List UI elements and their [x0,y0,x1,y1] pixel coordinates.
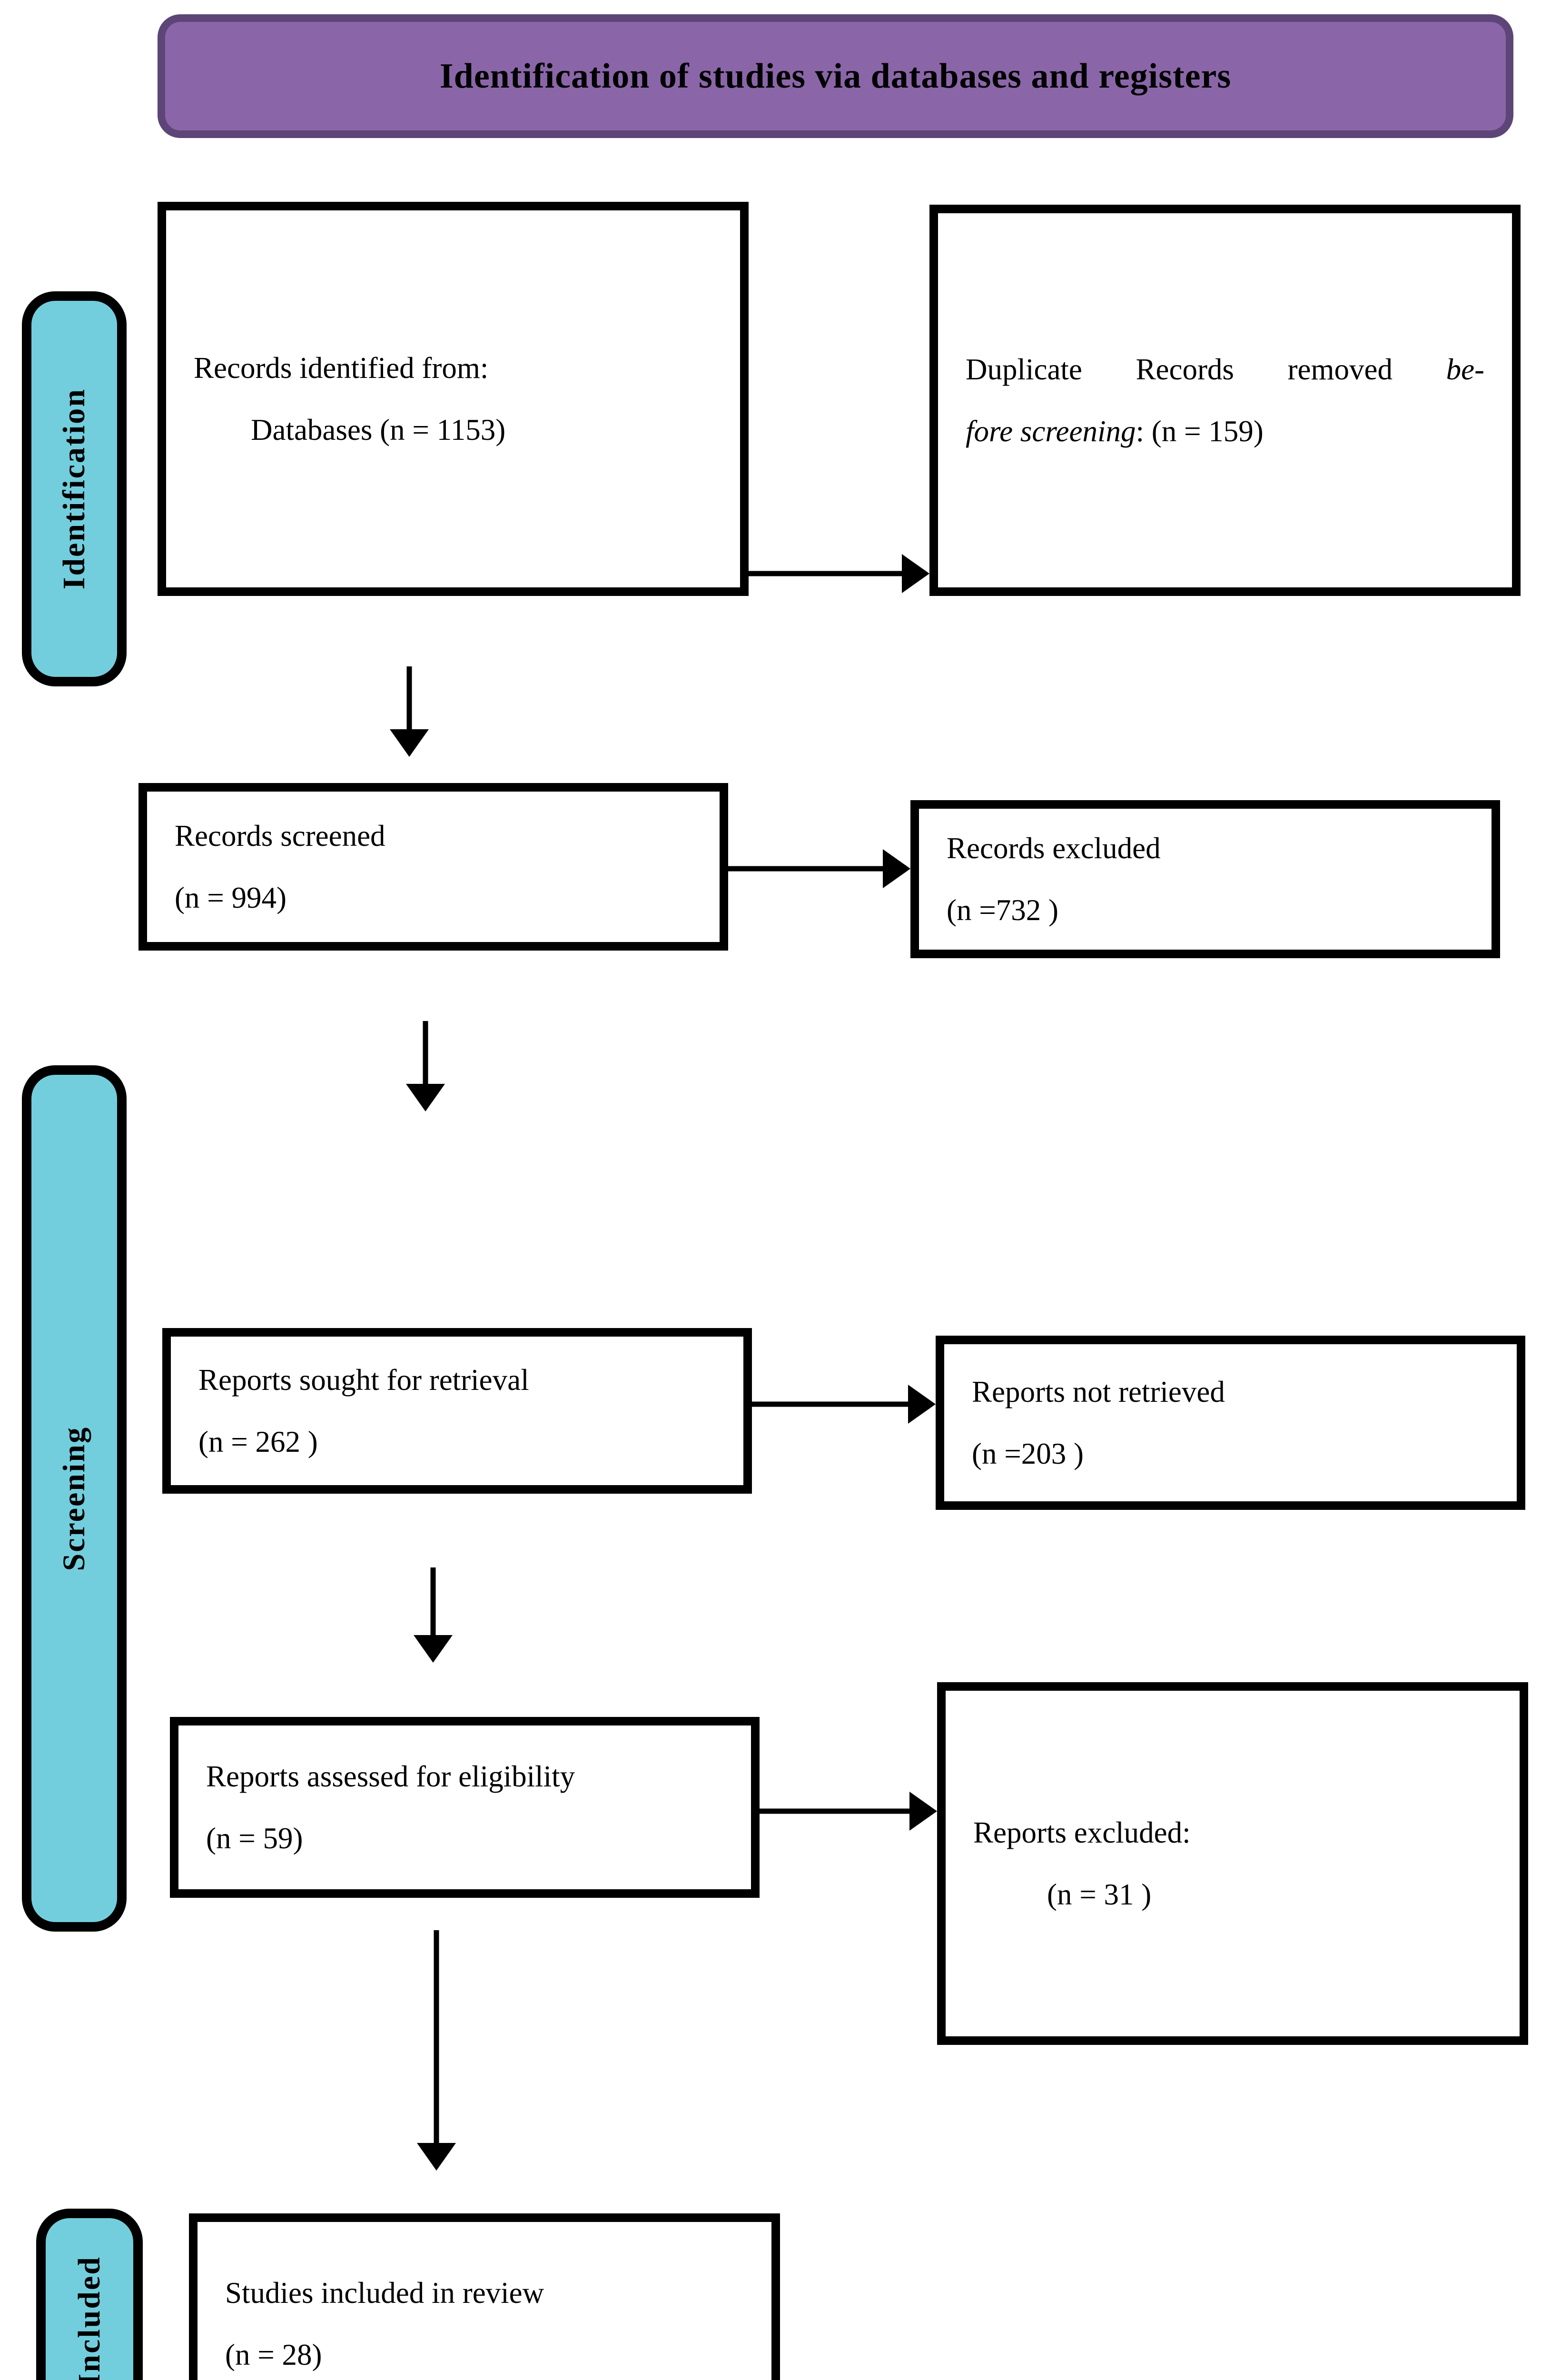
arrow-shaft [423,1021,428,1088]
box-reports-sought-for-retrieval: Reports sought for retrieval (n = 262 ) [162,1328,752,1494]
records-screened-line1: Records screened [175,819,385,853]
records-identified-line2: Databases (n = 1153) [251,413,506,446]
reports-excluded-line1: Reports excluded: [973,1815,1191,1849]
arrow-shaft [752,1401,912,1407]
reports-not-retrieved-line2: (n =203 ) [972,1437,1084,1470]
arrow-right-icon-assessed-to-excluded [760,1787,937,1835]
arrow-head [406,1084,445,1111]
arrow-head [908,1385,936,1424]
arrow-shaft [760,1808,913,1814]
diagram-title-banner: Identification of studies via databases … [158,14,1513,138]
arrow-head [417,2143,456,2171]
studies-included-line1: Studies included in review [225,2276,544,2310]
arrow-shaft [749,571,906,576]
arrow-head [902,554,929,593]
stage-label-included: Included [36,2209,143,2380]
reports-not-retrieved-line1: Reports not retrieved [972,1375,1225,1408]
box-duplicate-records-removed: Duplicate Records removed be- fore scree… [929,205,1521,596]
studies-included-line2: (n = 28) [225,2338,322,2371]
stage-label-screening: Screening [22,1065,127,1932]
arrow-right-icon-sought-to-not-retrieved [752,1380,936,1428]
stage-label-identification-text: Identification [57,388,91,590]
duplicates-removed-line1-italic: be- [1446,352,1485,386]
arrow-head [883,849,910,888]
reports-assessed-line1: Reports assessed for eligibility [206,1759,575,1793]
reports-assessed-line2: (n = 59) [206,1822,303,1855]
records-excluded-line1: Records excluded [947,831,1161,865]
arrow-down-icon-assessed-to-included [413,1930,460,2171]
box-reports-not-retrieved: Reports not retrieved (n =203 ) [936,1336,1525,1510]
box-records-excluded: Records excluded (n =732 ) [910,800,1500,958]
duplicates-removed-line2-italic: fore screening [966,415,1136,448]
box-records-identified: Records identified from: Databases (n = … [158,202,749,596]
box-reports-excluded: Reports excluded: (n = 31 ) [937,1682,1528,2045]
stage-label-included-text: Included [72,2256,107,2380]
arrow-shaft [406,666,412,733]
arrow-down-icon-identified-to-screened [385,666,433,757]
duplicates-removed-line2-text: : (n = 159) [1136,415,1264,448]
reports-excluded-line2: (n = 31 ) [1047,1878,1152,1911]
box-studies-included-in-review: Studies included in review (n = 28) [189,2213,780,2380]
arrow-shaft [434,1930,439,2147]
duplicates-removed-line1-text: Duplicate Records removed [966,352,1393,386]
arrow-down-icon-sought-to-assessed [409,1567,457,1663]
arrow-right-icon-identified-to-duplicates [749,550,929,597]
diagram-title: Identification of studies via databases … [439,56,1232,96]
records-excluded-line2: (n =732 ) [947,893,1058,927]
reports-sought-line2: (n = 262 ) [198,1425,318,1458]
arrow-shaft [728,866,887,872]
arrow-head [909,1792,937,1831]
reports-sought-line1: Reports sought for retrieval [198,1363,529,1397]
arrow-head [390,729,429,757]
stage-label-screening-text: Screening [57,1426,91,1571]
records-identified-line1: Records identified from: [194,351,489,385]
stage-label-identification: Identification [22,291,127,686]
duplicates-removed-line1: Duplicate Records removed be- [966,338,1484,400]
box-records-screened: Records screened (n = 994) [138,783,728,951]
arrow-down-icon-screened-to-sought [402,1021,449,1111]
arrow-right-icon-screened-to-excluded [728,845,910,892]
box-reports-assessed-for-eligibility: Reports assessed for eligibility (n = 59… [170,1717,760,1898]
arrow-head [414,1635,453,1663]
arrow-shaft [430,1567,436,1639]
records-screened-line2: (n = 994) [175,881,286,914]
duplicates-removed-line2: fore screening: (n = 159) [966,400,1484,462]
